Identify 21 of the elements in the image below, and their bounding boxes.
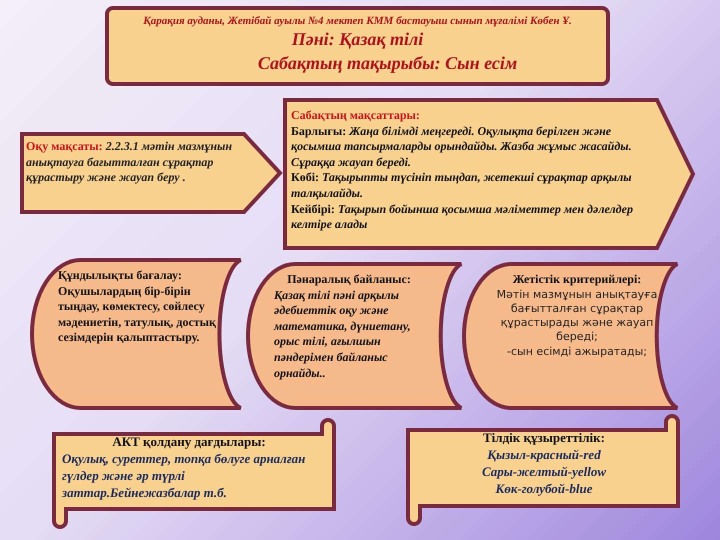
objective-text: Оқу мақсаты: 2.2.3.1 мәтін мазмұнын анықтауға бағытталған сұрақтар құрастыру және жауап беру . [26, 139, 234, 186]
body-text: Қазақ тілі пәні арқылы әдебиеттік оқу және математика, дүниетану, орыс тілі, ағылшын пәндерімен байланыс орнайды.. [274, 288, 412, 382]
heading-text: Тілдік құзыреттілік: [482, 430, 606, 447]
body-text: Қызыл-красный-red [486, 446, 602, 464]
heading-text: АКТ қолдану дағдылары: [111, 434, 267, 451]
body-text: Сары-желтый-yellow [480, 464, 608, 481]
body-text: Оқулық, суреттер, топқа бөлуге арналған гүлдер және әр түрлі заттар.Бейнежазбалар т.б. [62, 450, 306, 502]
body-text: Көк-голубой-blue [494, 480, 594, 498]
heading-text: Құндылықты бағалау: [58, 268, 183, 284]
body-text: Оқушылардың бір-бірін тыңдау, көмектесу, сөйлесу мәдениетін, татулық, достық сезімдерін қалыптастыру. [58, 284, 216, 346]
body-text: Пәні: Қазақ тілі [290, 28, 424, 52]
heading-text: Қарақия ауданы, Жетібай ауылы №4 мектеп КММ бастауыш сынып мұғалімі Көбен Ұ. [142, 14, 573, 28]
body-text: Сабақтың тақырыбы: Сын есім [256, 52, 518, 75]
body-text: -сын есімді ажыратады; [506, 344, 648, 360]
body-text: Мәтін мазмұнын анықтауға бағытталған сұрақтар құрастырады және жауап береді; [496, 288, 658, 345]
body-text: Барлығы: Жаңа білімді меңгереді. Оқулықта берілген және қосымша тапсырмаларды орындайды. Жазба жұмыс жасайды. Сұраққа жауап береді. [291, 124, 633, 170]
heading-text: Пәнаралық байланыс: [286, 272, 412, 288]
heading-text: Сабақтың мақсаттары: [291, 108, 421, 124]
body-text: Кейбірі: Тақырып бойынша қосымша мәліметтер мен дәлелдер келтіре алады [291, 202, 634, 233]
heading-text: Жетістік критерийлері: [512, 272, 642, 288]
body-text: Көбі: Тақырыпты түсініп тыңдап, жетекші сұрақтар арқылы талқылайды. [291, 170, 633, 202]
